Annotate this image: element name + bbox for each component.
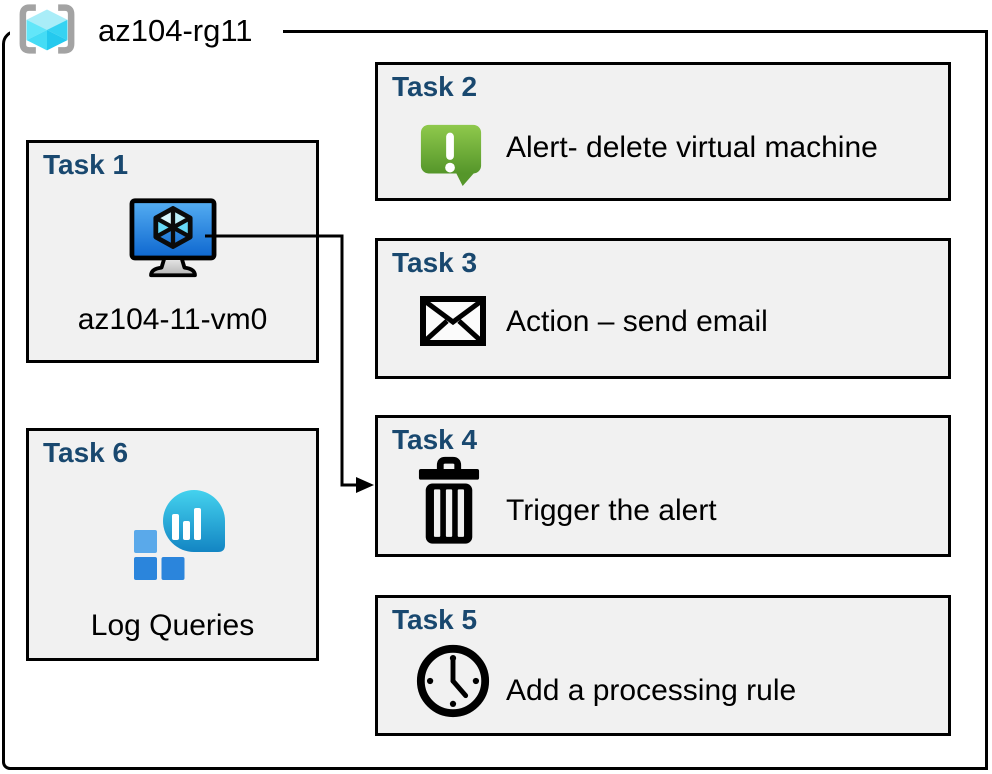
task5-label: Add a processing rule	[506, 674, 797, 707]
task1-box: Task 1 az104	[26, 140, 319, 363]
resource-group-box	[2, 30, 988, 770]
task4-header: Task 4	[392, 424, 478, 455]
resource-group-title: az104-rg11	[98, 13, 253, 48]
alert-icon	[418, 120, 484, 190]
task2-box: Task 2 Alert- delete virtual machine	[375, 62, 951, 201]
task3-box: Task 3 Action – send email	[375, 238, 951, 379]
clock-icon	[414, 642, 492, 720]
task2-label: Alert- delete virtual machine	[506, 131, 878, 164]
task6-box: Task 6 Log Queries	[26, 428, 319, 661]
task4-label: Trigger the alert	[506, 494, 717, 527]
task2-header: Task 2	[392, 71, 478, 102]
task6-label: Log Queries	[90, 609, 255, 642]
task6-header: Task 6	[43, 437, 129, 468]
task4-box: Task 4 Trigger the alert	[375, 415, 951, 557]
task1-header: Task 1	[43, 149, 129, 180]
resource-group-icon	[16, 3, 78, 60]
log-queries-icon	[132, 488, 228, 582]
trash-icon	[417, 456, 481, 546]
task5-box: Task 5 Add a processing rule	[375, 595, 951, 736]
task1-label: az104-11-vm0	[77, 303, 268, 336]
task3-label: Action – send email	[506, 305, 768, 338]
virtual-machine-icon	[127, 196, 219, 280]
task5-header: Task 5	[392, 604, 478, 635]
task3-header: Task 3	[392, 247, 478, 278]
email-icon	[420, 296, 486, 346]
resource-group-label: az104-rg11	[10, 3, 283, 59]
